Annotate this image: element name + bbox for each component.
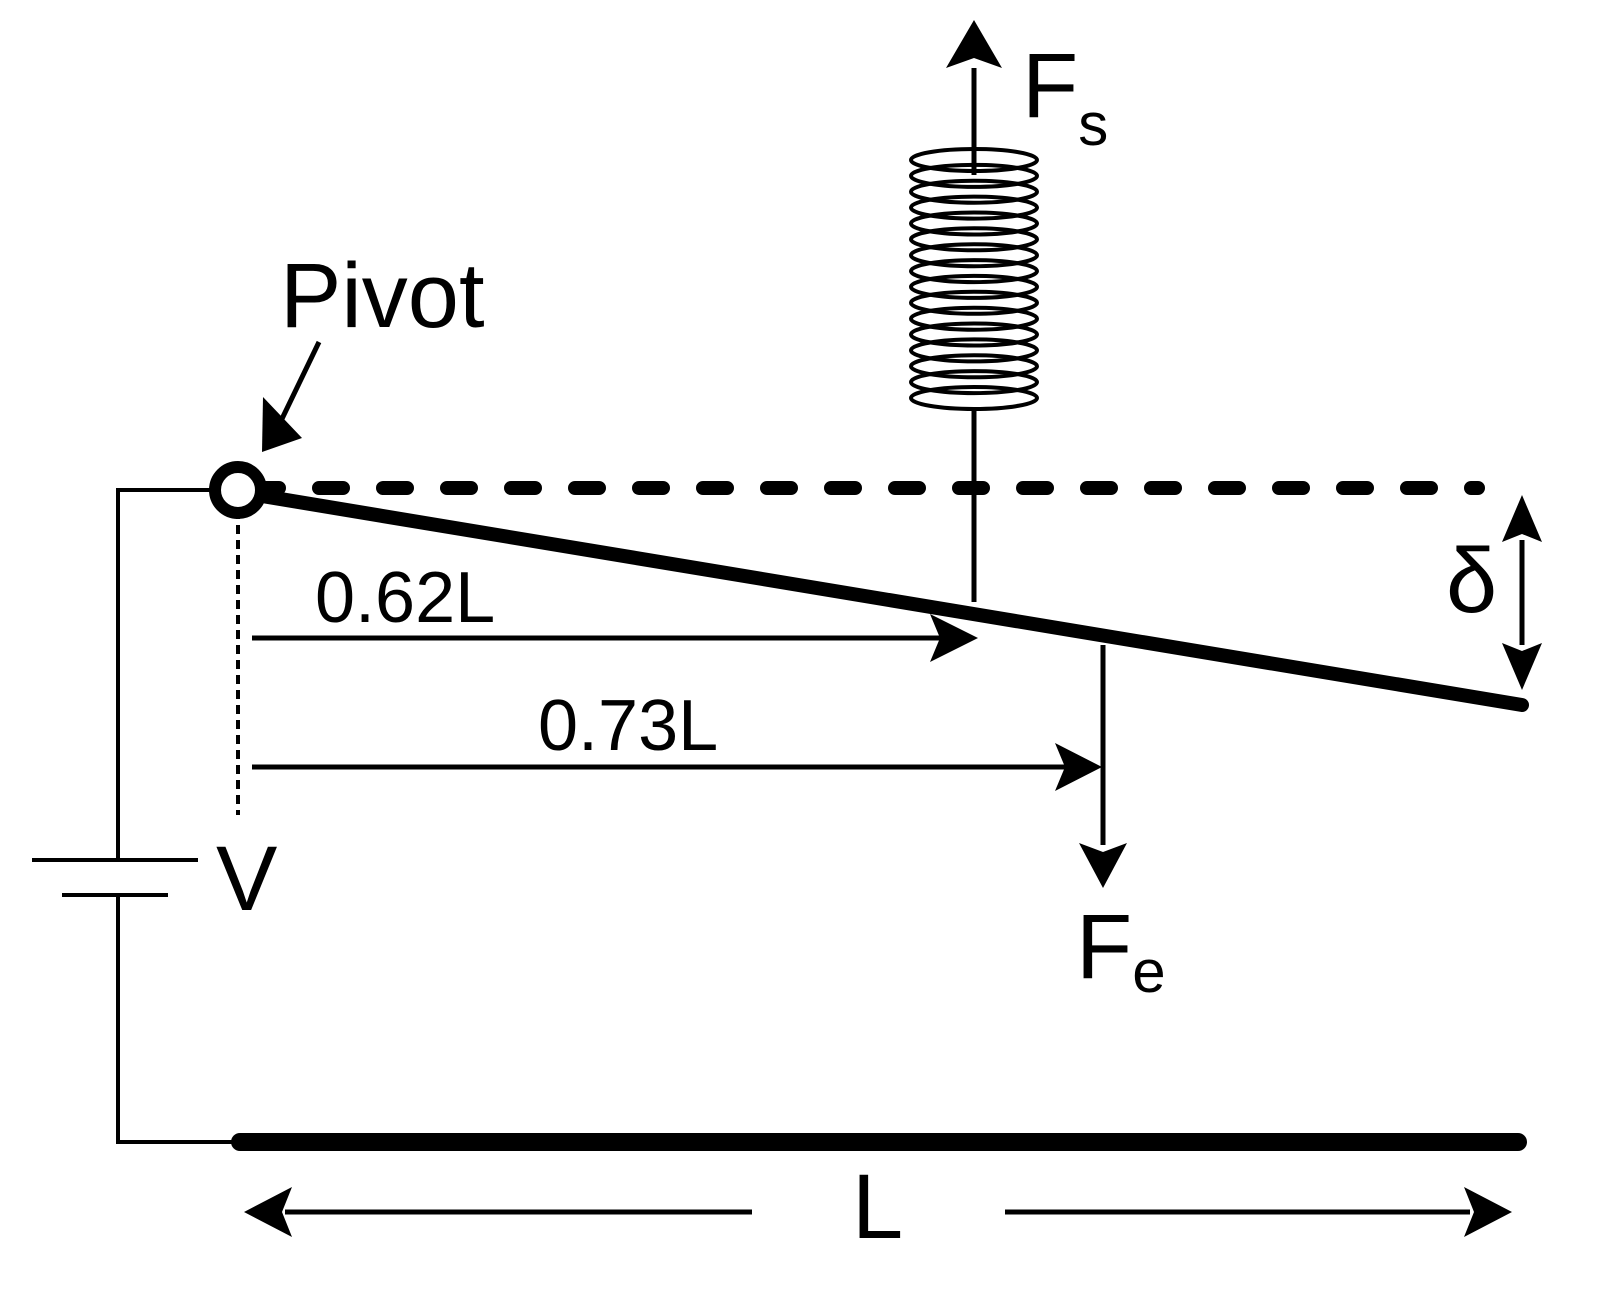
- dist-073-label: 0.73L: [538, 686, 718, 766]
- spring-coil: [909, 305, 1039, 332]
- spring-coil: [909, 337, 1039, 364]
- spring-coil: [909, 273, 1039, 300]
- fe-label: Fe: [1076, 896, 1166, 1005]
- dist-073-arrowhead: [1055, 743, 1102, 791]
- spring: [909, 20, 1039, 602]
- delta-label: δ: [1446, 530, 1497, 632]
- spring-coil: [909, 210, 1039, 237]
- pivot-label: Pivot: [280, 245, 485, 347]
- pivot-joint: [209, 461, 267, 519]
- length-label: L: [852, 1156, 903, 1258]
- fs-arrowhead: [946, 20, 1002, 68]
- spring-coil: [909, 194, 1039, 221]
- circuit-wire-top: [116, 488, 215, 860]
- fe-arrowhead: [1079, 843, 1127, 888]
- dist-062-label: 0.62L: [315, 558, 495, 638]
- spring-coil: [909, 289, 1039, 316]
- fs-label: Fs: [1022, 35, 1108, 158]
- spring-coil: [909, 242, 1039, 269]
- spring-coil: [909, 369, 1039, 396]
- spring-coil: [909, 353, 1039, 380]
- spring-coil: [909, 178, 1039, 205]
- voltage-label: V: [216, 828, 277, 930]
- spring-coils: [909, 147, 1039, 411]
- pivot-pointer-arrow: [262, 340, 322, 452]
- deflection-arrow: [1502, 495, 1542, 690]
- dist-062-arrowhead: [930, 614, 978, 662]
- length-dimension-arrow: [244, 1187, 1512, 1237]
- spring-coil: [909, 385, 1039, 411]
- deflected-beam: [231, 485, 1529, 712]
- spring-coil: [909, 226, 1039, 253]
- circuit-wire-bottom: [116, 895, 240, 1144]
- spring-coil: [909, 321, 1039, 348]
- spring-coil: [909, 258, 1039, 285]
